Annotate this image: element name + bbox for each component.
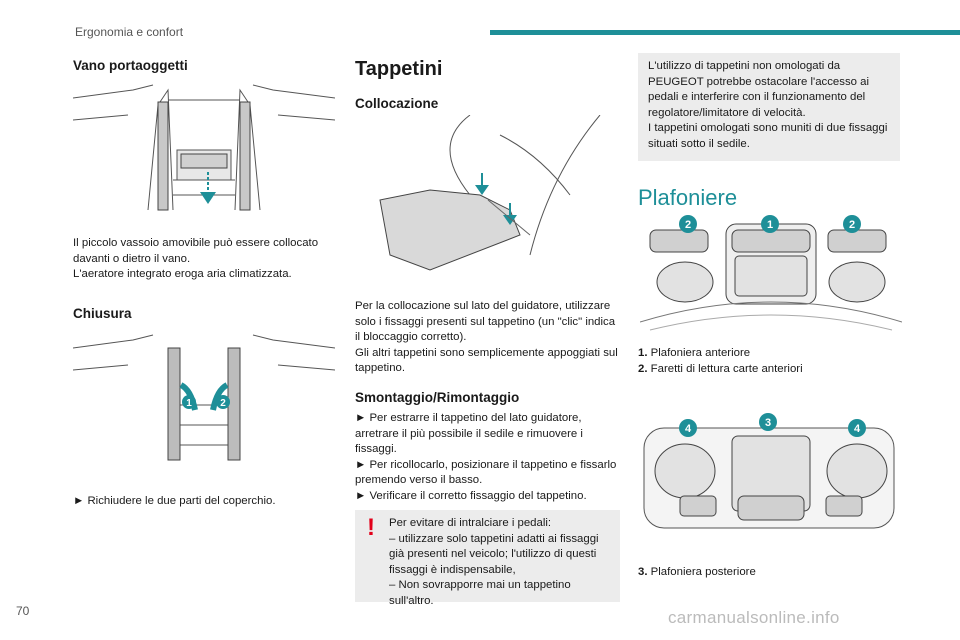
plafoniere-heading: Plafoniere — [638, 185, 738, 210]
chiusura-heading: Chiusura — [73, 306, 132, 321]
smontaggio-description: ► Per estrarre il tappetino del lato gui… — [355, 412, 617, 502]
vano-description: Il piccolo vassoio amovibile può essere … — [73, 237, 319, 280]
warning-box: ! Per evitare di intralciare i pedali: –… — [355, 510, 620, 607]
warning-icon: ! — [367, 514, 375, 541]
rear-light-illustration: 4 3 4 — [643, 413, 895, 529]
closing-label-2: 2 — [220, 398, 226, 409]
front-label-center: 1 — [767, 219, 773, 231]
front-legend: 1. Plafoniera anteriore 2. Faretti di le… — [638, 346, 803, 377]
chiusura-description: ► Richiudere le due parti del coperchio. — [73, 495, 276, 507]
legend-item: 2. Faretti di lettura carte anteriori — [638, 362, 803, 375]
watermark: carmanualsonline.info — [668, 608, 840, 627]
collocazione-description: Per la collocazione sul lato del guidato… — [355, 300, 618, 374]
rear-label-center: 3 — [765, 417, 771, 429]
closing-illustration: 1 2 — [73, 334, 335, 461]
page-number: 70 — [16, 604, 30, 618]
note-box: L'utilizzo di tappetini non omologati da… — [638, 53, 900, 161]
warning-text: Per evitare di intralciare i pedali: – u… — [389, 517, 599, 607]
rear-label-left: 4 — [685, 423, 692, 435]
rear-label-right: 4 — [854, 423, 861, 435]
note-text: L'utilizzo di tappetini non omologati da… — [648, 60, 888, 150]
legend-item: 3. Plafoniera posteriore — [638, 566, 756, 578]
tappetini-heading: Tappetini — [355, 58, 443, 80]
legend-item: 1. Plafoniera anteriore — [638, 347, 751, 359]
front-label-left: 2 — [685, 219, 691, 231]
vano-heading: Vano portaoggetti — [73, 58, 188, 73]
front-label-right: 2 — [849, 219, 855, 231]
smontaggio-heading: Smontaggio/Rimontaggio — [355, 390, 520, 405]
front-lights-illustration: 2 1 2 — [640, 215, 902, 331]
section-title: Ergonomia e confort — [75, 25, 184, 39]
closing-label-1: 1 — [186, 398, 192, 409]
storage-compartment-illustration — [73, 84, 335, 211]
collocazione-heading: Collocazione — [355, 96, 439, 111]
header-accent-bar — [490, 30, 960, 35]
floor-mat-illustration — [379, 115, 601, 271]
rear-legend: 3. Plafoniera posteriore — [638, 565, 756, 581]
